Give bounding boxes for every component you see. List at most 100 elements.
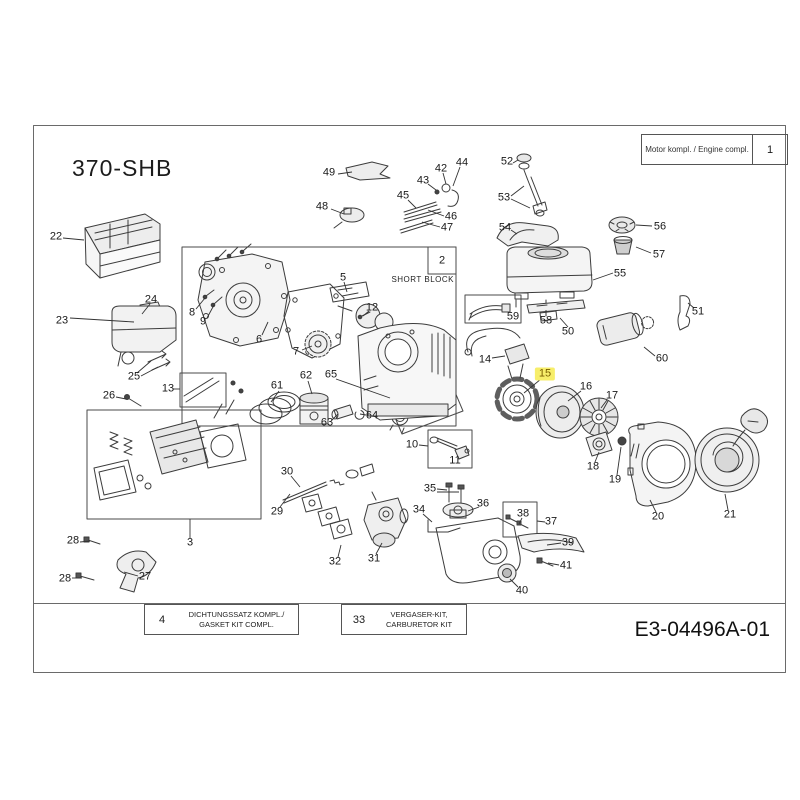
part-label-42[interactable]: 42 (434, 162, 448, 175)
gasket-kit-ref[interactable]: 4 (158, 613, 166, 626)
part-label-16[interactable]: 16 (579, 380, 593, 393)
dipstick-art (516, 153, 548, 217)
part-label-18[interactable]: 18 (586, 460, 600, 473)
title-block-ref[interactable]: 1 (752, 135, 787, 164)
part-label-62[interactable]: 62 (299, 369, 313, 382)
part-label-11[interactable]: 11 (449, 454, 461, 467)
leader-line-39 (546, 542, 562, 546)
part-label-35[interactable]: 35 (423, 482, 437, 495)
part-label-52[interactable]: 52 (500, 155, 514, 168)
part-label-19[interactable]: 19 (608, 473, 622, 486)
carburetor-kit-ref[interactable]: 33 (352, 613, 366, 626)
part-label-45[interactable]: 45 (396, 189, 410, 202)
part-label-10[interactable]: 10 (405, 438, 419, 451)
part-label-29[interactable]: 29 (270, 505, 284, 518)
model-title: 370-SHB (72, 155, 173, 181)
part-label-41[interactable]: 41 (559, 559, 573, 572)
part-label-2[interactable]: 2 (438, 254, 446, 267)
part-label-51[interactable]: 51 (691, 305, 705, 318)
part-label-7[interactable]: 7 (292, 345, 300, 358)
part-label-59[interactable]: 59 (506, 310, 520, 323)
carburetor-art (301, 491, 409, 548)
part-label-24[interactable]: 24 (144, 293, 158, 306)
part-label-63[interactable]: 63 (320, 416, 334, 429)
carburetor-kit-text: VERGASER-KIT, CARBURETOR KIT (385, 609, 453, 629)
part-label-6[interactable]: 6 (255, 333, 263, 346)
blower-housing-art (627, 421, 697, 507)
part-label-17[interactable]: 17 (605, 389, 619, 402)
leader-line-61 (270, 390, 280, 403)
part-label-37[interactable]: 37 (544, 515, 558, 528)
part-label-64[interactable]: 64 (365, 409, 379, 422)
part-label-47[interactable]: 47 (440, 221, 454, 234)
leader-line-9 (206, 304, 215, 319)
gasket-kit-text: DICHTUNGSSATZ KOMPL./ GASKET KIT COMPL. (188, 609, 285, 629)
part-label-13[interactable]: 13 (161, 382, 175, 395)
leader-line-65 (335, 378, 391, 399)
part-label-36[interactable]: 36 (476, 497, 490, 510)
leader-line-14 (491, 355, 506, 359)
part-label-43[interactable]: 43 (416, 174, 430, 187)
part-label-12[interactable]: 12 (365, 301, 379, 314)
part-label-46[interactable]: 46 (444, 210, 458, 223)
leader-line-28 (79, 540, 91, 543)
leader-line-10 (418, 444, 429, 447)
part-label-14[interactable]: 14 (478, 353, 492, 366)
part-label-57[interactable]: 57 (652, 248, 666, 261)
part-label-48[interactable]: 48 (315, 200, 329, 213)
part-label-60[interactable]: 60 (655, 352, 669, 365)
part-label-28[interactable]: 28 (58, 572, 72, 585)
part-label-25[interactable]: 25 (127, 370, 141, 383)
part-label-53[interactable]: 53 (497, 191, 511, 204)
part-label-23[interactable]: 23 (55, 314, 69, 327)
part-label-28[interactable]: 28 (66, 534, 80, 547)
part-label-8[interactable]: 8 (188, 306, 196, 319)
leader-line-48 (330, 208, 345, 215)
leader-line-50 (559, 317, 569, 328)
leader-line-46 (427, 209, 445, 217)
part-label-49[interactable]: 49 (322, 166, 336, 179)
part-label-31[interactable]: 31 (367, 552, 381, 565)
stator-art (494, 363, 540, 422)
part-label-40[interactable]: 40 (515, 584, 529, 597)
tank-shroud-art (496, 222, 559, 247)
part-label-32[interactable]: 32 (328, 555, 342, 568)
fuel-tank-art (506, 246, 593, 300)
leader-line-6 (261, 321, 269, 336)
leader-line-43 (427, 183, 437, 191)
part-label-54[interactable]: 54 (498, 221, 512, 234)
part-label-20[interactable]: 20 (651, 510, 665, 523)
part-label-38[interactable]: 38 (516, 507, 530, 520)
part-label-34[interactable]: 34 (412, 503, 426, 516)
part-label-26[interactable]: 26 (102, 389, 116, 402)
governor-rod-art (282, 463, 375, 504)
part-label-55[interactable]: 55 (613, 267, 627, 280)
part-label-9[interactable]: 9 (199, 315, 207, 328)
part-label-3[interactable]: 3 (186, 536, 194, 549)
leader-line-24 (141, 303, 151, 315)
piston-art (299, 392, 329, 425)
leader-line-54 (510, 229, 518, 235)
part-label-50[interactable]: 50 (561, 325, 575, 338)
leader-line-41 (547, 562, 560, 566)
exhaust-art (75, 536, 157, 593)
part-label-44[interactable]: 44 (455, 156, 469, 169)
leader-line-12 (362, 310, 370, 317)
part-label-56[interactable]: 56 (653, 220, 667, 233)
part-label-27[interactable]: 27 (138, 570, 152, 583)
part-label-5[interactable]: 5 (339, 271, 347, 284)
aircleaner-base-art (427, 482, 474, 533)
part-label-21[interactable]: 21 (723, 508, 737, 521)
starter-cup-art (585, 431, 627, 457)
part-label-15[interactable]: 15 (534, 367, 556, 381)
part-label-61[interactable]: 61 (270, 379, 284, 392)
carburetor-kit-box[interactable]: 33 VERGASER-KIT, CARBURETOR KIT (341, 604, 467, 635)
part-label-58[interactable]: 58 (539, 314, 553, 327)
part-label-39[interactable]: 39 (561, 536, 575, 549)
gasket-kit-box[interactable]: 4 DICHTUNGSSATZ KOMPL./ GASKET KIT COMPL… (144, 604, 299, 635)
leader-line-55 (592, 272, 614, 281)
part-label-22[interactable]: 22 (49, 230, 63, 243)
part-label-30[interactable]: 30 (280, 465, 294, 478)
part-label-65[interactable]: 65 (324, 368, 338, 381)
leader-line-36 (467, 506, 480, 512)
